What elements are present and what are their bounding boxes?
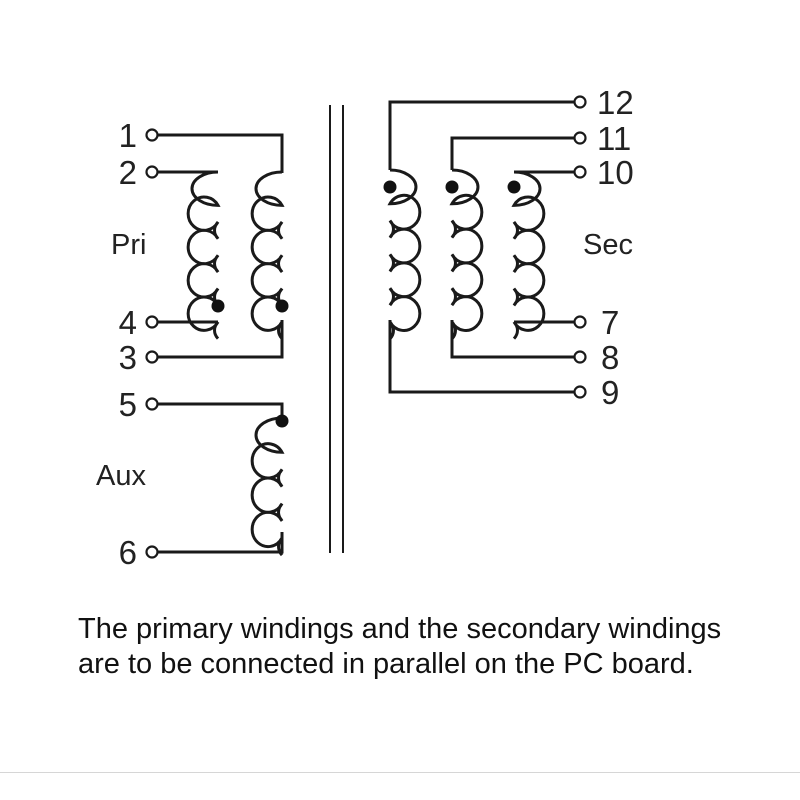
pin-label-12: 12	[597, 84, 634, 121]
polarity-dot-aux	[275, 414, 289, 428]
wire-pin12	[388, 100, 575, 170]
winding-label-aux: Aux	[96, 460, 146, 492]
pin-label-8: 8	[601, 339, 619, 376]
terminal-pin2	[145, 165, 159, 179]
pin-label-5: 5	[119, 386, 137, 423]
note-text: The primary windings and the secondary w…	[78, 613, 722, 680]
pin-label-2: 2	[119, 154, 137, 191]
polarity-dot-primary-b	[275, 299, 289, 313]
polarity-dot-primary-a	[211, 299, 225, 313]
pin-label-10: 10	[597, 154, 634, 191]
terminal-pin9	[573, 385, 587, 399]
terminal-pin5	[145, 397, 159, 411]
pin-label-7: 7	[601, 304, 619, 341]
wire-pin1	[157, 133, 284, 173]
wire-pin11	[450, 136, 575, 170]
pin-label-9: 9	[601, 374, 619, 411]
transformer-schematic: 1 2 4 3 5 6 12 11 10 7 8 9 Pri Sec Aux	[96, 84, 634, 571]
polarity-dot-secondary-a	[383, 180, 397, 194]
terminal-pin4	[145, 315, 159, 329]
coil-primary-a	[186, 170, 221, 340]
pin-label-3: 3	[119, 339, 137, 376]
polarity-dot-secondary-c	[507, 180, 521, 194]
terminal-pin6	[145, 545, 159, 559]
pin-label-11: 11	[597, 120, 631, 157]
terminal-pin3	[145, 350, 159, 364]
terminal-pin11	[573, 131, 587, 145]
wire-pin6	[157, 532, 284, 554]
pin-label-6: 6	[119, 534, 137, 571]
bottom-divider	[0, 772, 800, 773]
wire-pin5	[157, 402, 284, 420]
pin-label-4: 4	[119, 304, 137, 341]
terminal-pin12	[573, 95, 587, 109]
coil-primary-b	[250, 170, 285, 340]
terminal-pin10	[573, 165, 587, 179]
terminal-pin7	[573, 315, 587, 329]
coil-aux	[250, 416, 285, 557]
terminal-pin8	[573, 350, 587, 364]
wire-pin8	[450, 320, 575, 359]
coil-secondary-c	[511, 170, 546, 340]
wire-pin9	[388, 320, 575, 394]
wire-pin3	[157, 320, 284, 359]
winding-label-secondary: Sec	[583, 229, 633, 261]
coil-secondary-a	[387, 168, 422, 340]
pin-label-1: 1	[119, 117, 137, 154]
terminal-pin1	[145, 128, 159, 142]
coil-secondary-b	[449, 168, 484, 340]
winding-label-primary: Pri	[111, 229, 146, 261]
polarity-dot-secondary-b	[445, 180, 459, 194]
